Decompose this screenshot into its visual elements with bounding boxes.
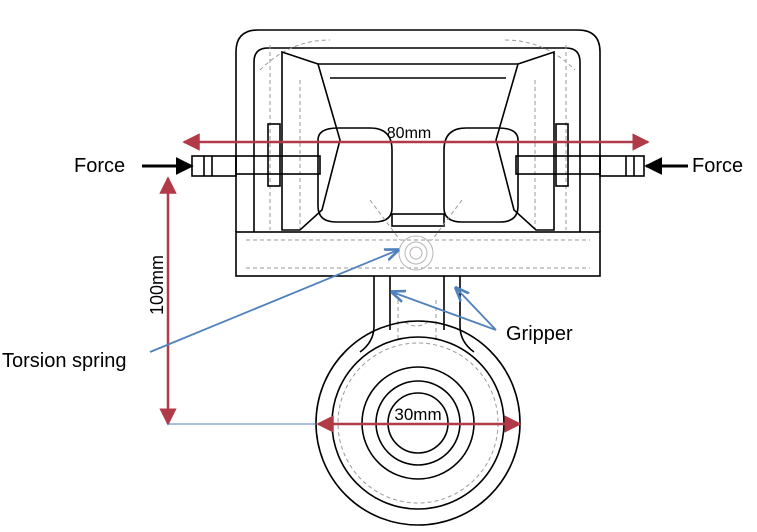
gripper-leader-left bbox=[392, 292, 497, 331]
dimension-lines: 80mm 100mm 30mm bbox=[147, 125, 650, 433]
height-dimension-label: 100mm bbox=[147, 255, 167, 315]
finger-gap-block bbox=[391, 213, 445, 227]
gripper-leader-right bbox=[456, 288, 497, 331]
base-plate bbox=[235, 231, 601, 277]
frame-outline bbox=[235, 29, 601, 232]
force-pin-left bbox=[191, 155, 237, 177]
axle-right bbox=[515, 155, 601, 175]
force-label-left: Force bbox=[74, 155, 125, 177]
force-annotations: Force Force bbox=[74, 155, 743, 177]
axle-collar-left bbox=[267, 123, 281, 187]
leader-lines: Torsion spring Gripper bbox=[2, 250, 573, 372]
width-dimension-label: 80mm bbox=[387, 125, 431, 142]
finger-pad-right bbox=[443, 127, 519, 223]
finger-pad-left bbox=[317, 127, 393, 223]
gripper-mechanism bbox=[191, 29, 645, 526]
torsion-spring-drawing bbox=[369, 199, 463, 271]
torsion-spring-label: Torsion spring bbox=[2, 350, 127, 372]
force-label-right: Force bbox=[692, 155, 743, 177]
torsion-spring-leader bbox=[149, 250, 398, 353]
axle-left bbox=[235, 155, 321, 175]
upper-crossbar bbox=[318, 63, 518, 79]
gripper-label: Gripper bbox=[506, 323, 573, 345]
axle-collar-right bbox=[555, 123, 569, 187]
wheel-dimension-label: 30mm bbox=[394, 405, 441, 424]
force-pin-right bbox=[599, 155, 645, 177]
frame-inner-outline bbox=[253, 47, 581, 232]
gripper-stem bbox=[359, 276, 475, 353]
